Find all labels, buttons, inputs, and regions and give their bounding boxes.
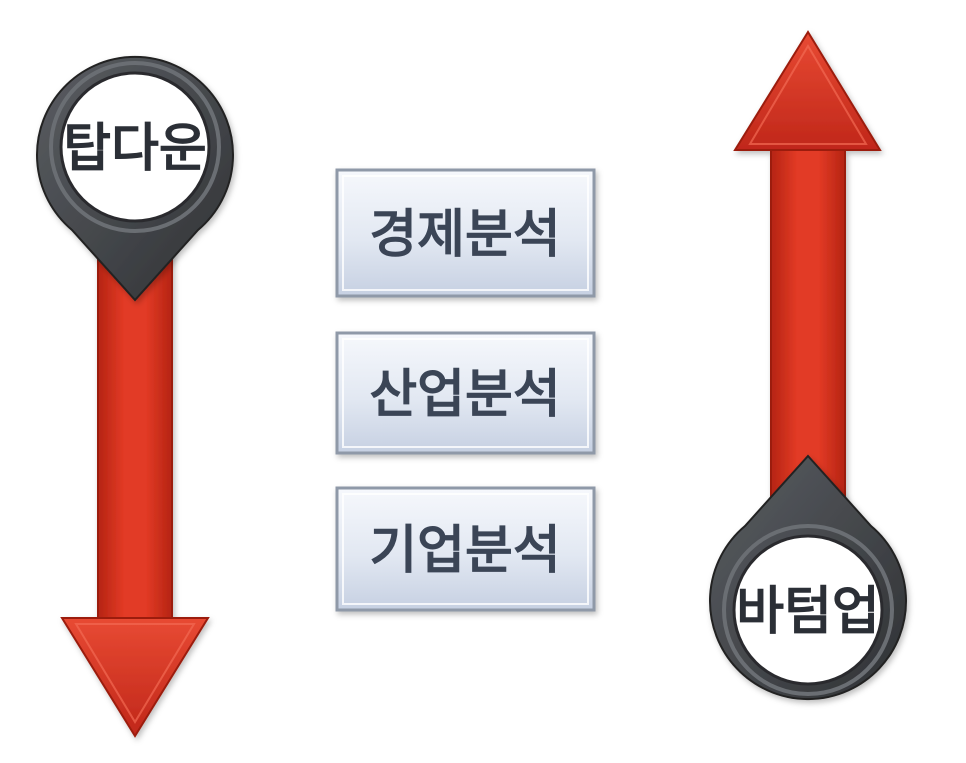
bottom-up-label: 바텀업 xyxy=(736,582,880,642)
analysis-box-industry: 산업분석 xyxy=(335,331,596,455)
up-arrow-icon xyxy=(733,30,882,526)
analysis-box-industry-label: 산업분석 xyxy=(369,365,560,425)
top-down-label: 탑다운 xyxy=(63,119,207,179)
bottom-up-pin xyxy=(709,454,907,700)
analysis-box-company: 기업분석 xyxy=(335,486,596,612)
analysis-box-company-label: 기업분석 xyxy=(369,521,560,581)
down-arrow-icon xyxy=(60,239,210,738)
top-down-group: 탑다운 xyxy=(36,56,234,738)
analysis-box-economy-label: 경제분석 xyxy=(369,205,560,265)
bottom-up-group: 바텀업 xyxy=(709,30,907,700)
analysis-box-economy: 경제분석 xyxy=(335,168,596,298)
top-down-pin xyxy=(36,56,234,302)
